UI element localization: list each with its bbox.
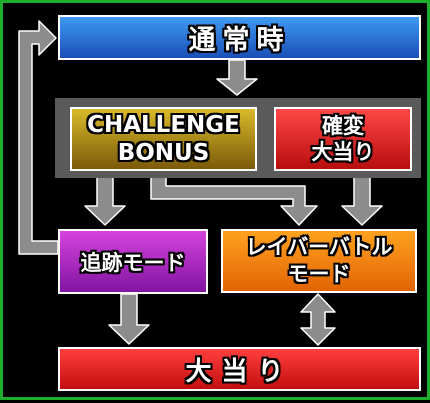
node-jackpot-label: 大当り (185, 356, 294, 387)
node-normal-state: 通常時 (58, 15, 421, 60)
node-challenge-bonus: CHALLENGE BONUS (70, 107, 257, 171)
node-chase-mode: 追跡モード (58, 229, 208, 294)
node-kakuhen-jackpot: 確変 大当り (274, 107, 412, 171)
node-kakuhen-line2: 大当り (311, 140, 375, 164)
flow-arrows (18, 20, 383, 346)
node-battle-line1: レイバーバトル (245, 235, 393, 259)
arrow-bonus-to-chase (84, 171, 126, 226)
node-jackpot: 大当り (58, 347, 421, 391)
arrow-chase-to-jackpot (108, 293, 150, 345)
arrow-kakuhen-to-battle (341, 171, 383, 226)
node-bonus-line2: BONUS (117, 140, 210, 166)
arrow-bonus-to-battle (150, 171, 318, 226)
node-bonus-line1: CHALLENGE (87, 112, 240, 138)
arrow-battle-jackpot-both (300, 293, 336, 346)
node-chase-label: 追跡モード (80, 250, 186, 275)
node-kakuhen-line1: 確変 (322, 114, 364, 138)
arrow-chase-to-normal-loop (18, 20, 59, 255)
node-labor-battle-mode: レイバーバトル モード (221, 229, 417, 293)
node-battle-line2: モード (287, 262, 351, 286)
arrow-normal-to-bonus-group (216, 59, 258, 96)
node-normal-label: 通常時 (188, 25, 291, 56)
